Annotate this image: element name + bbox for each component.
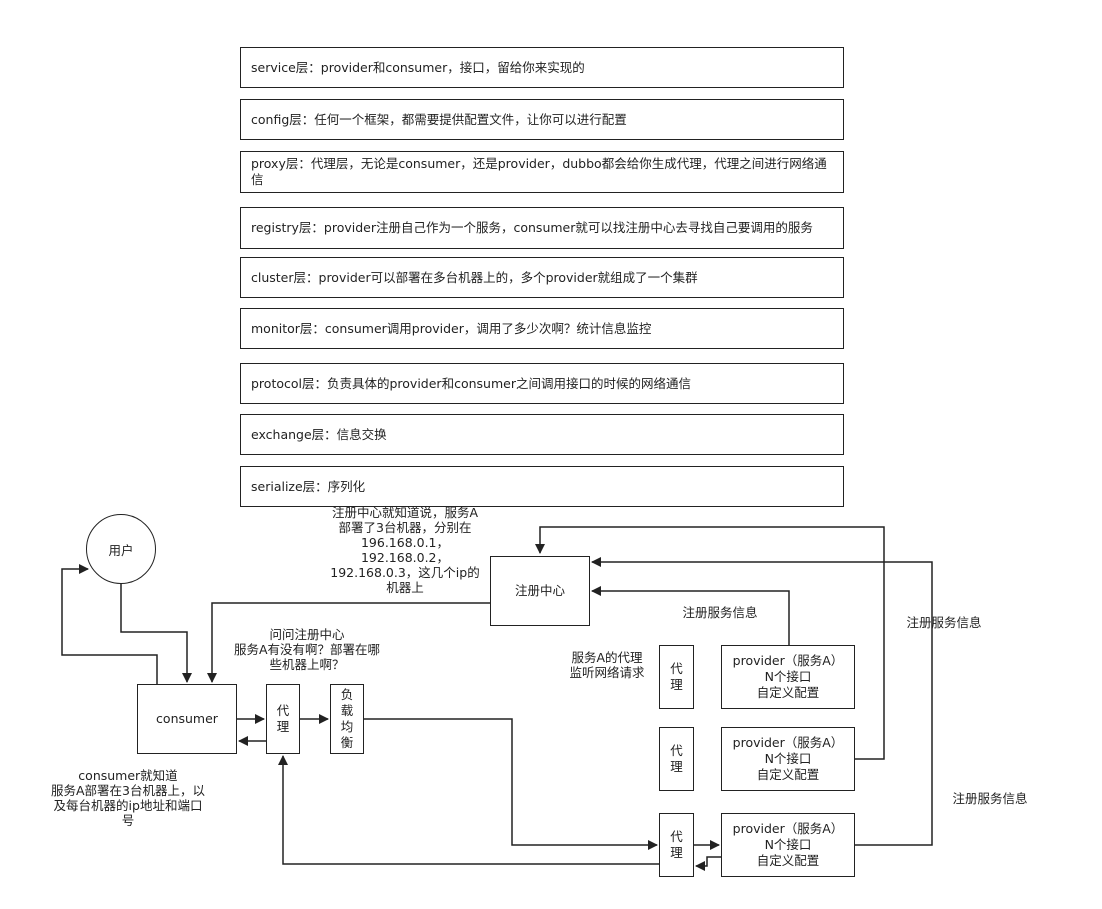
note-ask-registry: 问问注册中心 服务A有没有啊？部署在哪 些机器上啊？ (233, 627, 381, 672)
note-proxy-listen: 服务A的代理 监听网络请求 (569, 650, 645, 680)
edge-registry-to-consumer (207, 602, 490, 683)
edge-consumer-to-user (61, 564, 158, 684)
note-register-info-1: 注册服务信息 (682, 605, 758, 620)
note-registry-reply: 注册中心就知道说，服务A 部署了3台机器，分别在 196.168.0.1， 19… (330, 505, 480, 595)
note-register-info-2: 注册服务信息 (906, 615, 982, 630)
provider-node-2: provider（服务A） N个接口 自定义配置 (721, 727, 855, 791)
layer-monitor: monitor层：consumer调用provider，调用了多少次啊？统计信息… (240, 308, 844, 349)
provider-node-1: provider（服务A） N个接口 自定义配置 (721, 645, 855, 709)
edge-provider2-register (535, 526, 885, 760)
edge-return-to-consumer-proxy (278, 755, 659, 865)
consumer-node: consumer (137, 684, 237, 754)
edge-lb-to-provider-proxy (364, 718, 658, 850)
provider-proxy-1: 代理 (659, 645, 694, 709)
registry-center-node: 注册中心 (490, 556, 590, 626)
layer-service: service层：provider和consumer，接口，留给你来实现的 (240, 47, 844, 88)
layer-cluster: cluster层：provider可以部署在多台机器上的，多个provider就… (240, 257, 844, 298)
edge-provider1-register (591, 586, 790, 645)
note-consumer-knows: consumer就知道 服务A部署在3台机器上，以 及每台机器的ip地址和端口 … (50, 768, 205, 828)
edge-provider-to-proxy (695, 856, 721, 871)
consumer-proxy-node: 代理 (266, 684, 300, 754)
provider-node-3: provider（服务A） N个接口 自定义配置 (721, 813, 855, 877)
provider-proxy-3: 代理 (659, 813, 694, 877)
layer-protocol: protocol层：负责具体的provider和consumer之间调用接口的时… (240, 363, 844, 404)
layer-exchange: exchange层：信息交换 (240, 414, 844, 455)
note-register-info-3: 注册服务信息 (952, 791, 1028, 806)
layer-serialize: serialize层：序列化 (240, 466, 844, 507)
edge-user-to-consumer (120, 584, 192, 683)
provider-proxy-2: 代理 (659, 727, 694, 791)
load-balance-node: 负载均衡 (330, 684, 364, 754)
edge-provider3-register (591, 557, 933, 846)
layer-config: config层：任何一个框架，都需要提供配置文件，让你可以进行配置 (240, 99, 844, 140)
layer-registry: registry层：provider注册自己作为一个服务，consumer就可以… (240, 207, 844, 249)
layer-proxy: proxy层：代理层，无论是consumer，还是provider，dubbo都… (240, 151, 844, 193)
user-node: 用户 (86, 514, 156, 584)
